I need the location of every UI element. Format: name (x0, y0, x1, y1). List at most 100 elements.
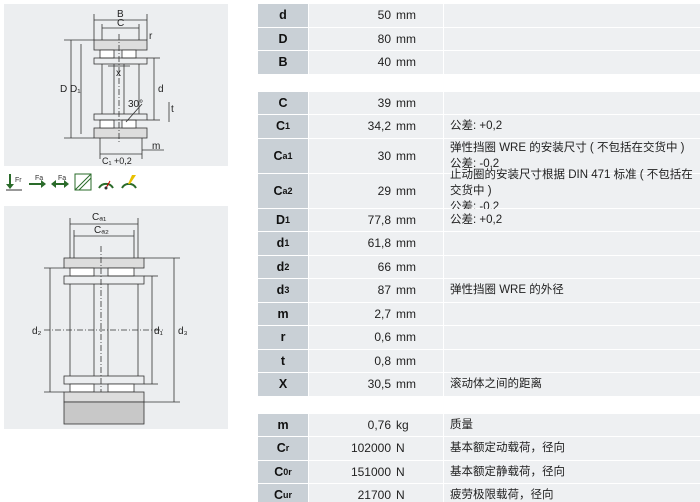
spec-value: 34,2 (309, 115, 395, 138)
spec-description-line: 公差: -0,2 (450, 157, 500, 170)
spec-description: 公差: +0,2 (444, 208, 700, 231)
spec-description-line: 滚动体之间的距离 (450, 378, 542, 391)
spec-description-line: 弹性挡圈 WRE 的外径 (450, 284, 564, 297)
spec-value: 29 (309, 173, 395, 208)
spec-key: C (258, 91, 308, 114)
spec-key: D (258, 27, 308, 50)
dim-label-D: D (60, 84, 67, 95)
spec-unit: N (395, 437, 443, 460)
spec-key: B (258, 51, 308, 74)
dim-label-c: C (117, 18, 124, 29)
dim-label-d1: d₁ (154, 326, 164, 337)
spec-value: 0,76 (309, 413, 395, 436)
spec-description (444, 255, 700, 278)
spec-value: 2,7 (309, 302, 395, 325)
dim-label-d3: d₃ (178, 326, 188, 337)
spec-unit: mm (395, 173, 443, 208)
spec-unit: mm (395, 232, 443, 255)
spec-value: 77,8 (309, 208, 395, 231)
spec-value: 61,8 (309, 232, 395, 255)
spec-value: 30 (309, 138, 395, 173)
axial-load-icon: Fa (27, 172, 47, 192)
spec-unit: kg (395, 413, 443, 436)
svg-text:Fa: Fa (35, 175, 43, 182)
spec-description-line: 质量 (450, 418, 473, 431)
spec-unit: mm (395, 373, 443, 396)
dim-label-m: m (152, 141, 160, 152)
spec-description: 基本额定静载荷，径向 (444, 460, 700, 483)
drawings-column: B C r D D₁ x 30° d t C₁ +0,2 m Fr Fa Fa (0, 0, 230, 502)
spec-description: 滚动体之间的距离 (444, 373, 700, 396)
spec-description (444, 91, 700, 114)
spec-unit: mm (395, 91, 443, 114)
spec-value: 80 (309, 27, 395, 50)
spec-unit: mm (395, 138, 443, 173)
spec-description: 疲劳极限载荷，径向 (444, 484, 700, 502)
dim-label-d: d (158, 84, 164, 95)
spec-description: 基本额定动载荷，径向 (444, 437, 700, 460)
spec-description-line: 弹性挡圈 WRE 的安装尺寸 ( 不包括在交货中 ) (450, 141, 685, 154)
spec-description (444, 302, 700, 325)
spec-description: 公差: +0,2 (444, 115, 700, 138)
spec-description (444, 27, 700, 50)
spec-value: 87 (309, 279, 395, 302)
spec-unit: mm (395, 51, 443, 74)
dim-label-d2: d₂ (32, 326, 42, 337)
spec-description-line: 基本额定静载荷，径向 (450, 465, 565, 478)
dim-label-c1: C₁ +0,2 (102, 156, 132, 166)
spec-description: 质量 (444, 413, 700, 436)
spec-value: 0,6 (309, 326, 395, 349)
spec-description-line: 基本额定动载荷，径向 (450, 442, 565, 455)
spec-key: m (258, 302, 308, 325)
svg-text:Fr: Fr (15, 177, 22, 184)
spec-description: 止动圈的安装尺寸根据 DIN 471 标准 ( 不包括在交货中 )公差: -0,… (444, 169, 700, 213)
dim-label-t: t (171, 104, 174, 115)
dim-label-D1: D₁ (70, 84, 81, 95)
spec-key: t (258, 349, 308, 372)
spec-key: m (258, 413, 308, 436)
bearing-installation-drawing: Cₐ₁ Cₐ₂ d₂ d₁ d₃ (4, 206, 228, 429)
dim-label-r: r (149, 31, 153, 42)
spec-key: X (258, 373, 308, 396)
spec-unit: N (395, 460, 443, 483)
bearing-cross-section-drawing: B C r D D₁ x 30° d t C₁ +0,2 m (4, 4, 228, 166)
spec-value: 21700 (309, 484, 395, 502)
spec-description-line: 公差: +0,2 (450, 120, 503, 133)
spec-value: 151000 (309, 460, 395, 483)
spec-value: 39 (309, 91, 395, 114)
svg-text:Fa: Fa (58, 175, 66, 182)
spec-description-line: 疲劳极限载荷，径向 (450, 489, 554, 502)
spec-key: r (258, 326, 308, 349)
spec-description-line: 止动圈的安装尺寸根据 DIN 471 标准 ( 不包括在交货中 ) (450, 168, 693, 197)
dim-label-b: B (117, 9, 124, 20)
spec-value: 0,8 (309, 349, 395, 372)
spec-value: 102000 (309, 437, 395, 460)
spec-key: d (258, 4, 308, 27)
